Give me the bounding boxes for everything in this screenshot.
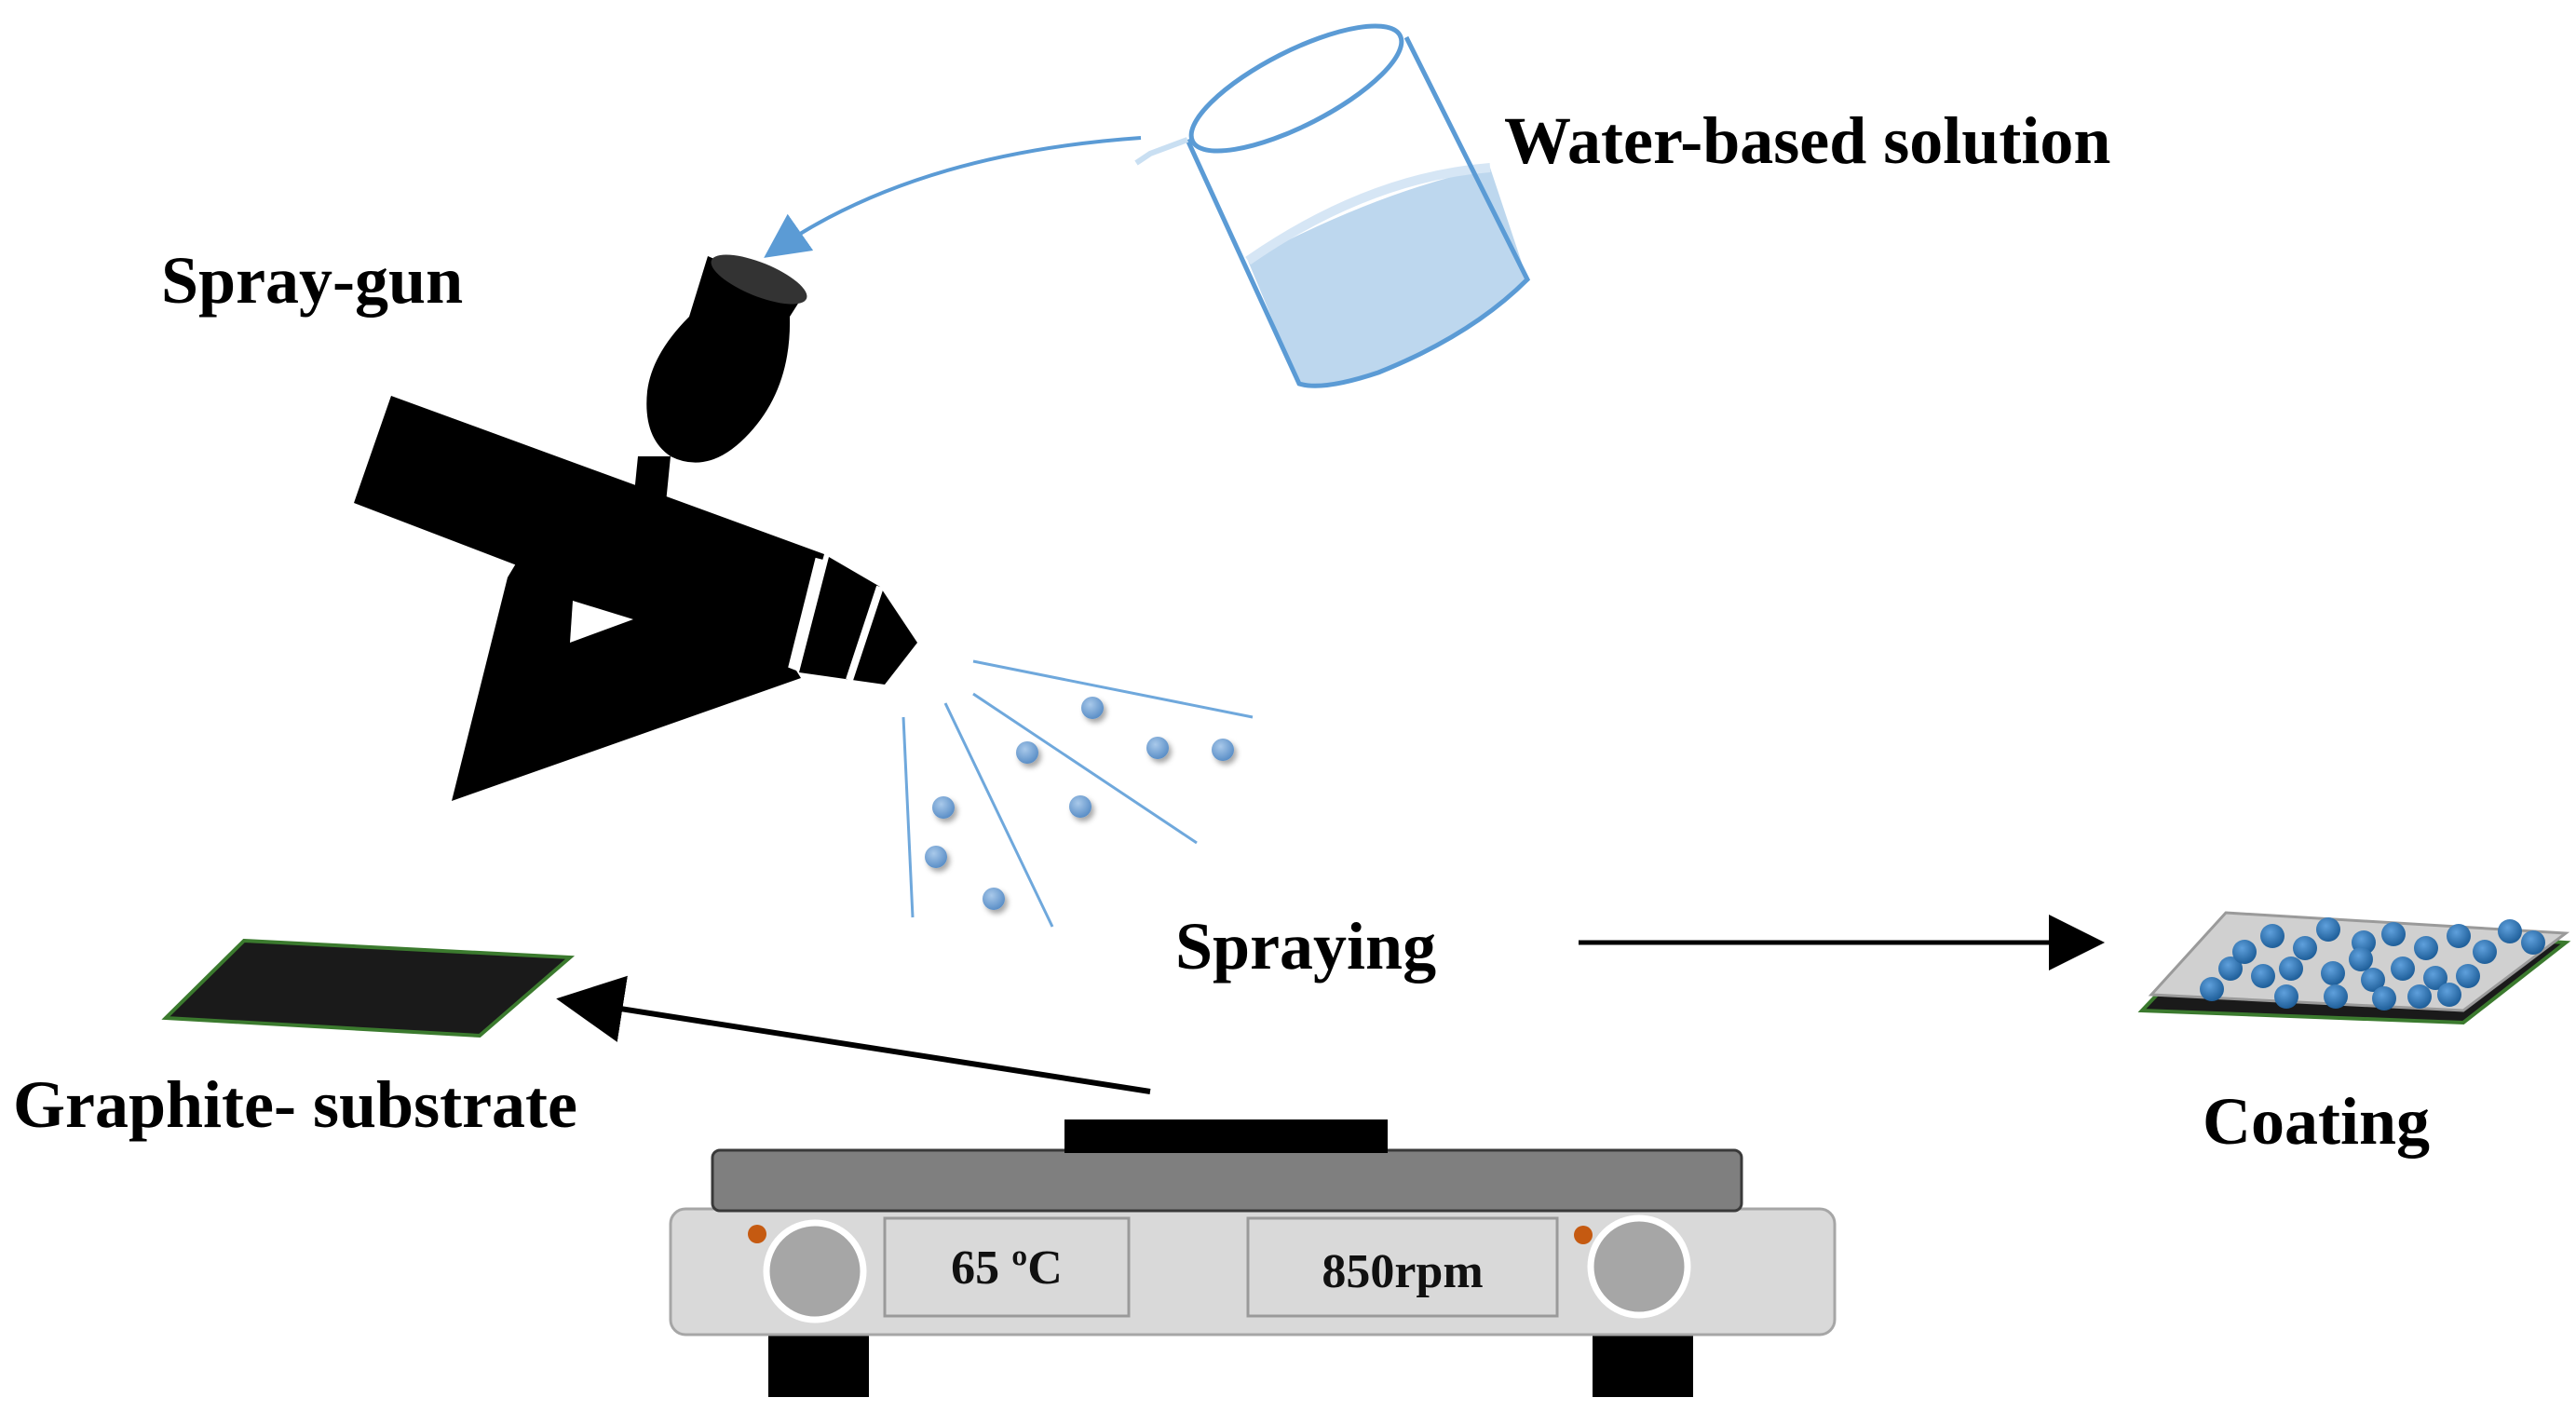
solution-surface <box>1245 163 1491 265</box>
graphite-substrate-icon <box>161 938 576 1038</box>
substrate-arrow <box>556 975 1151 1094</box>
droplet <box>932 796 955 819</box>
speed-knob[interactable] <box>1587 1214 1691 1319</box>
hotplate-foot-right <box>1593 1332 1693 1397</box>
graphite-substrate-label: Graphite- substrate <box>13 1067 577 1142</box>
temperature-value: 65 ºC <box>951 1241 1063 1295</box>
spray-droplets <box>925 697 1234 910</box>
droplet <box>1146 737 1169 759</box>
spraying-label: Spraying <box>1175 909 1436 984</box>
spray-gun-icon <box>354 254 917 801</box>
temperature-display <box>883 1216 1131 1318</box>
droplet <box>1081 697 1104 719</box>
coating-icon <box>2137 911 2571 1025</box>
hotplate-stirrer: 65 ºC 850rpm <box>669 1119 1837 1397</box>
indicator-light-right <box>1574 1226 1593 1244</box>
pour-arrow <box>764 136 1142 258</box>
temperature-knob[interactable] <box>763 1219 867 1323</box>
indicator-light-left <box>748 1225 766 1243</box>
spray-lines <box>902 659 1254 928</box>
speed-value: 850rpm <box>1322 1245 1483 1298</box>
hotplate-sample-block <box>1064 1119 1388 1153</box>
droplet <box>1069 795 1091 818</box>
coating-label: Coating <box>2203 1084 2430 1159</box>
speed-display <box>1246 1216 1559 1318</box>
beaker-icon <box>1134 23 1531 388</box>
droplet <box>925 846 947 868</box>
spray-gun-label: Spray-gun <box>161 243 463 318</box>
water-solution-label: Water-based solution <box>1504 103 2110 178</box>
hotplate-top <box>711 1148 1743 1213</box>
droplet <box>1016 741 1038 764</box>
droplet <box>1212 739 1234 761</box>
hotplate-foot-left <box>768 1332 869 1397</box>
droplet <box>983 888 1005 910</box>
